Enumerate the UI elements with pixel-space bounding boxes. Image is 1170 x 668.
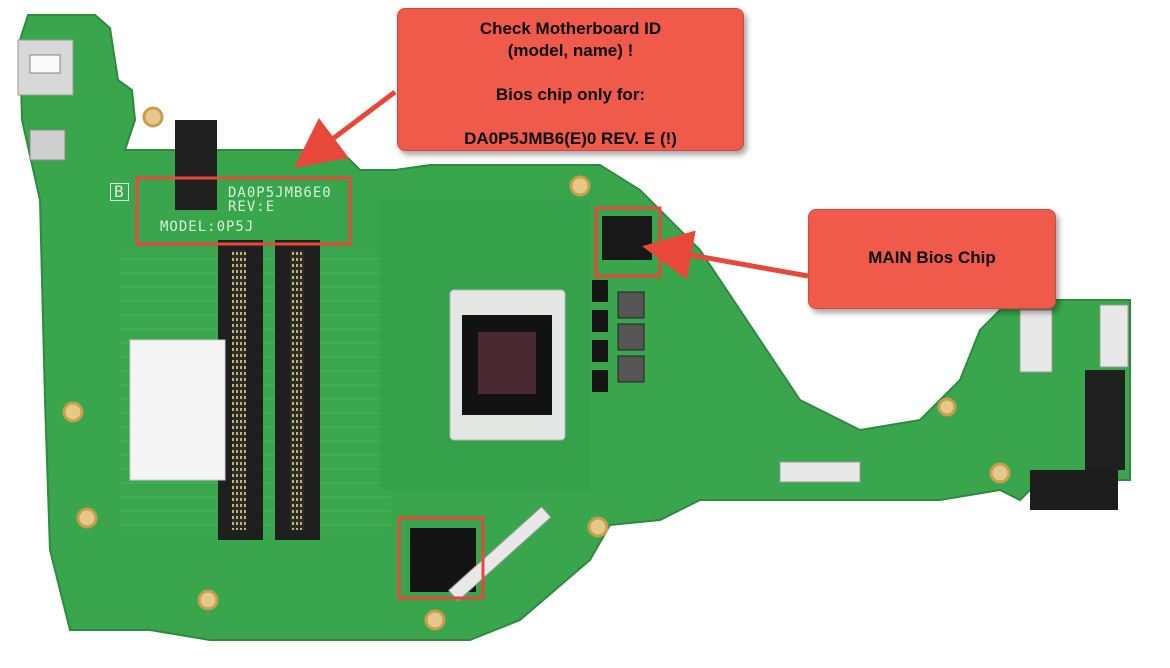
usb-port (17, 39, 74, 96)
main-bios-label: MAIN Bios Chip (868, 248, 996, 267)
barcode-sticker (129, 339, 226, 481)
arrow-to-bios-chip (642, 230, 809, 280)
m2-slot (175, 120, 217, 210)
ribbon-connector (779, 461, 861, 483)
main-bios-callout: MAIN Bios Chip (808, 209, 1056, 309)
ribbon-connector (1019, 309, 1053, 373)
callout-line (398, 62, 743, 84)
ribbon-connector (447, 506, 552, 602)
controller-chip-highlight-box (397, 516, 485, 600)
silkscreen-model: MODEL:0P5J (160, 219, 255, 235)
cpu-chip (449, 289, 566, 441)
silkscreen-board-code: DA0P5JMB6E0 (228, 185, 332, 201)
sata-connector (1030, 470, 1118, 510)
mounting-holes (62, 106, 1011, 631)
main-bios-chip (602, 216, 652, 260)
motherboard-id-callout: Check Motherboard ID (model, name) ! Bio… (397, 8, 744, 151)
m2-slot-right (1085, 370, 1125, 470)
model-id-highlight-box (135, 176, 352, 246)
usb-c-port (29, 129, 66, 161)
silkscreen-revision: REV:E (228, 199, 276, 215)
callout-line: (model, name) ! (507, 41, 634, 60)
callout-line: Bios chip only for: (495, 85, 646, 104)
power-components (592, 280, 645, 392)
ram-slot-2 (275, 240, 320, 540)
callout-line (398, 106, 743, 128)
ribbon-connector (1099, 304, 1129, 368)
callout-line: DA0P5JMB6(E)0 REV. E (!) (464, 129, 677, 148)
callout-line: Check Motherboard ID (479, 19, 662, 38)
arrow-to-model-id (294, 90, 397, 169)
silkscreen-b-mark: B (110, 183, 129, 201)
